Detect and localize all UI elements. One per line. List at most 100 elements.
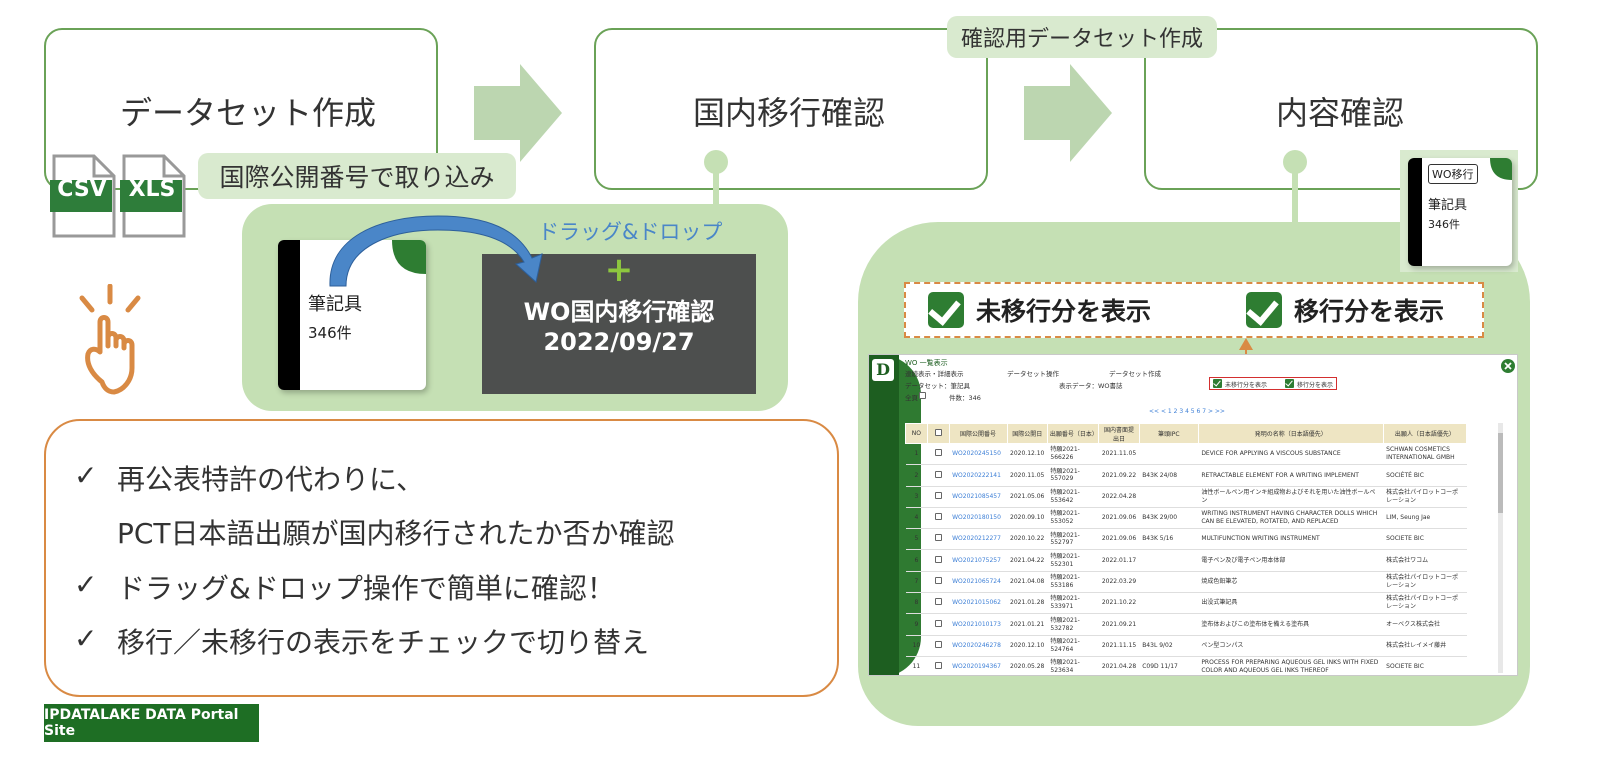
close-icon[interactable]	[1501, 359, 1515, 373]
all-pages-checkbox[interactable]	[919, 392, 926, 399]
result-card-name: 筆記具	[1428, 198, 1468, 213]
cell-publication-date: 2021.04.08	[1007, 571, 1048, 594]
cell-publication-number[interactable]: WO2020212277	[949, 528, 1008, 551]
cell-select	[927, 656, 950, 675]
scrollbar-thumb[interactable]	[1498, 433, 1503, 513]
row-checkbox[interactable]	[934, 640, 942, 648]
import-by-publication-number: 国際公開番号で取り込み	[198, 153, 516, 199]
filter-migrated-label: 移行分を表示	[1297, 382, 1334, 389]
toolbar-detail-view[interactable]: 連続表示・詳細表示	[905, 370, 964, 378]
cell-select	[927, 443, 950, 466]
display-data-label: 表示データ：WO書誌	[1059, 382, 1123, 390]
wo-domestic-check-drop-target[interactable]: + WO国内移行確認 2022/09/27	[482, 250, 756, 394]
cell-ipc: B43K 5/16	[1139, 528, 1199, 551]
feature-line-4: 移行／未移行の表示をチェックで切り替え	[117, 626, 650, 659]
dataset-card[interactable]: 筆記具 346件	[278, 240, 426, 390]
filter-migrated-checkbox[interactable]	[1285, 379, 1294, 388]
cell-select	[927, 635, 950, 657]
row-checkbox[interactable]	[934, 577, 942, 585]
row-checkbox[interactable]	[934, 619, 942, 627]
cell-ipc	[1139, 613, 1199, 636]
card-corner-icon	[392, 240, 426, 274]
cell-publication-number[interactable]: WO2020222141	[949, 464, 1008, 487]
cell-publication-number[interactable]: WO2020246278	[949, 635, 1008, 657]
portal-site-badge: IPDATALAKE DATA Portal Site	[44, 704, 259, 742]
col-submission-date: 国内書面提出日	[1098, 423, 1140, 444]
feature-check-icon: ✓	[74, 568, 98, 601]
csv-file-label: CSV	[57, 177, 107, 202]
select-all-checkbox[interactable]	[934, 429, 942, 436]
cell-publication-number[interactable]: WO2021015062	[949, 592, 1008, 615]
cell-application-number: 特願2021-566226	[1047, 443, 1099, 466]
result-count: 件数：346	[949, 394, 981, 402]
card-corner-icon	[1490, 158, 1512, 180]
cell-title: WRITING INSTRUMENT HAVING CHARACTER DOLL…	[1198, 507, 1384, 530]
cell-application-number: 特願2021-552301	[1047, 549, 1099, 572]
arrow-right-icon	[1024, 64, 1112, 162]
row-checkbox[interactable]	[934, 491, 942, 499]
cell-title: 焼成色鉛筆芯	[1198, 571, 1384, 594]
cell-applicant: SOCIETE BIC	[1383, 656, 1467, 675]
feature-check-icon: ✓	[74, 459, 98, 492]
cell-publication-number[interactable]: WO2021075257	[949, 549, 1008, 572]
row-checkbox[interactable]	[934, 662, 942, 670]
row-checkbox[interactable]	[934, 534, 942, 542]
dataset-card-name: 筆記具	[308, 294, 362, 315]
dataset-label: データセット：筆記具	[905, 382, 970, 390]
cell-applicant: オーベクス株式会社	[1383, 613, 1467, 636]
row-checkbox[interactable]	[934, 449, 942, 457]
row-checkbox[interactable]	[934, 513, 942, 521]
drop-target-date: 2022/09/27	[543, 328, 695, 356]
cell-publication-number[interactable]: WO2020194367	[949, 656, 1008, 675]
cell-application-number: 特願2021-524764	[1047, 635, 1099, 657]
connector-dot	[704, 150, 728, 174]
show-unmigrated-checkbox[interactable]	[928, 292, 964, 328]
result-dataset-card[interactable]: WO移行 筆記具 346件	[1408, 158, 1512, 266]
dataset-card-count: 346件	[308, 324, 352, 342]
cell-applicant: SOCIETE BIC	[1383, 528, 1467, 551]
cell-publication-number[interactable]: WO2020245150	[949, 443, 1008, 466]
show-migrated-label: 移行分を表示	[1294, 297, 1445, 326]
pagination[interactable]: << < 1 2 3 4 5 6 7 > >>	[1149, 408, 1225, 415]
cell-publication-number[interactable]: WO2021065724	[949, 571, 1008, 594]
cell-select	[927, 507, 950, 530]
toolbar-dataset-create[interactable]: データセット作成	[1109, 370, 1161, 378]
cell-ipc: B43K 29/00	[1139, 507, 1199, 530]
cell-publication-date: 2020.10.22	[1007, 528, 1048, 551]
cell-applicant: 株式会社ワコム	[1383, 549, 1467, 572]
connector-line	[713, 170, 719, 206]
feature-check-icon: ✓	[74, 622, 98, 655]
cell-applicant: 株式会社パイロットコーポレーション	[1383, 592, 1467, 615]
row-checkbox[interactable]	[934, 598, 942, 606]
cell-title: 出没式筆記具	[1198, 592, 1384, 615]
cell-submission-date: 2021.09.06	[1098, 507, 1140, 530]
row-checkbox[interactable]	[934, 470, 942, 478]
table-scrollbar[interactable]	[1498, 423, 1503, 673]
cell-publication-number[interactable]: WO2021010173	[949, 613, 1008, 636]
cell-publication-date: 2020.12.10	[1007, 635, 1048, 657]
filter-unmigrated-checkbox[interactable]	[1213, 379, 1222, 388]
cell-select	[927, 528, 950, 551]
col-select	[926, 423, 950, 444]
cell-title: RETRACTABLE ELEMENT FOR A WRITING IMPLEM…	[1198, 464, 1384, 487]
toolbar-dataset-ops[interactable]: データセット操作	[1007, 370, 1059, 378]
cell-publication-number[interactable]: WO2021085457	[949, 486, 1008, 508]
step-box-domestic-check	[594, 28, 988, 190]
filter-highlight-box	[1209, 377, 1337, 390]
screen-sidebar	[869, 355, 899, 675]
row-checkbox[interactable]	[934, 555, 942, 563]
cell-publication-number[interactable]: WO2020180150	[949, 507, 1008, 530]
cell-submission-date: 2021.09.06	[1098, 528, 1140, 551]
show-migrated-checkbox[interactable]	[1246, 292, 1282, 328]
